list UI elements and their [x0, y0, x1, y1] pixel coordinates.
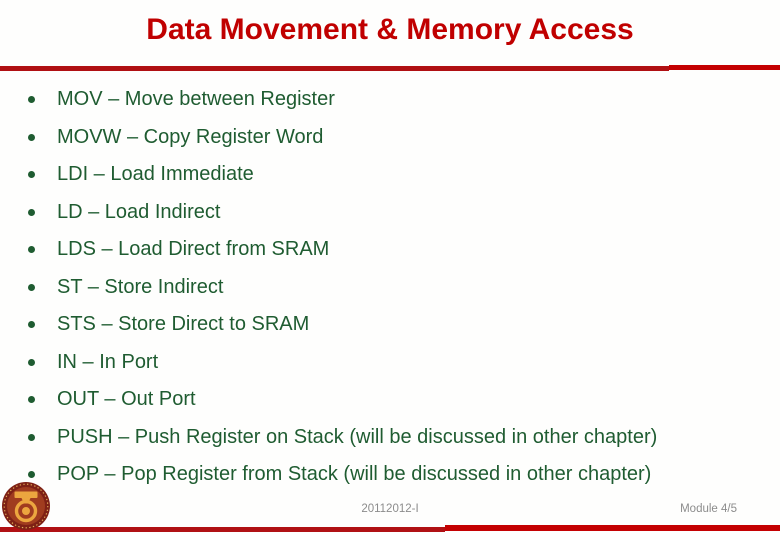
footer-rule-right: [445, 525, 780, 531]
title-underline-right: [669, 64, 780, 70]
list-item: STS – Store Direct to SRAM: [28, 306, 772, 344]
bullet-icon: [28, 396, 35, 404]
bullet-icon: [28, 246, 35, 254]
list-item: PUSH – Push Register on Stack (will be d…: [28, 419, 772, 457]
bullet-icon: [28, 358, 35, 366]
page-title: Data Movement & Memory Access: [146, 13, 634, 46]
bullet-icon: [28, 471, 35, 479]
footer-date-code: 20112012-I: [361, 503, 419, 515]
list-item: LDI – Load Immediate: [28, 156, 772, 194]
list-item-text: STS – Store Direct to SRAM: [57, 313, 310, 336]
list-item: LD – Load Indirect: [28, 194, 772, 232]
list-item: MOVW – Copy Register Word: [28, 119, 772, 157]
list-item-text: PUSH – Push Register on Stack (will be d…: [57, 425, 658, 448]
list-item-text: POP – Pop Register from Stack (will be d…: [57, 463, 652, 486]
footer-rule-left: [0, 527, 445, 532]
title-underline-left: [0, 66, 669, 71]
list-item: POP – Pop Register from Stack (will be d…: [28, 456, 772, 494]
list-item-text: MOVW – Copy Register Word: [57, 125, 324, 148]
list-item-text: IN – In Port: [57, 350, 159, 373]
footer-module-number: Module 4/5: [680, 503, 737, 515]
bullet-icon: [28, 433, 35, 441]
bullet-icon: [28, 283, 35, 291]
list-item: LDS – Load Direct from SRAM: [28, 231, 772, 269]
list-item: IN – In Port: [28, 344, 772, 382]
bullet-icon: [28, 208, 35, 216]
list-item-text: ST – Store Indirect: [57, 275, 224, 298]
university-logo-icon: [2, 482, 50, 530]
list-item: MOV – Move between Register: [28, 81, 772, 119]
list-item-text: OUT – Out Port: [57, 388, 196, 411]
list-item-text: LDI – Load Immediate: [57, 163, 254, 186]
list-item: ST – Store Indirect: [28, 269, 772, 307]
list-item-text: LD – Load Indirect: [57, 200, 221, 223]
bullet-icon: [28, 321, 35, 329]
bullet-icon: [28, 133, 35, 141]
list-item-text: LDS – Load Direct from SRAM: [57, 238, 330, 261]
list-item-text: MOV – Move between Register: [57, 88, 335, 111]
bullet-icon: [28, 171, 35, 179]
bullet-icon: [28, 96, 35, 104]
list-item: OUT – Out Port: [28, 381, 772, 419]
instruction-list: MOV – Move between Register MOVW – Copy …: [28, 81, 772, 494]
